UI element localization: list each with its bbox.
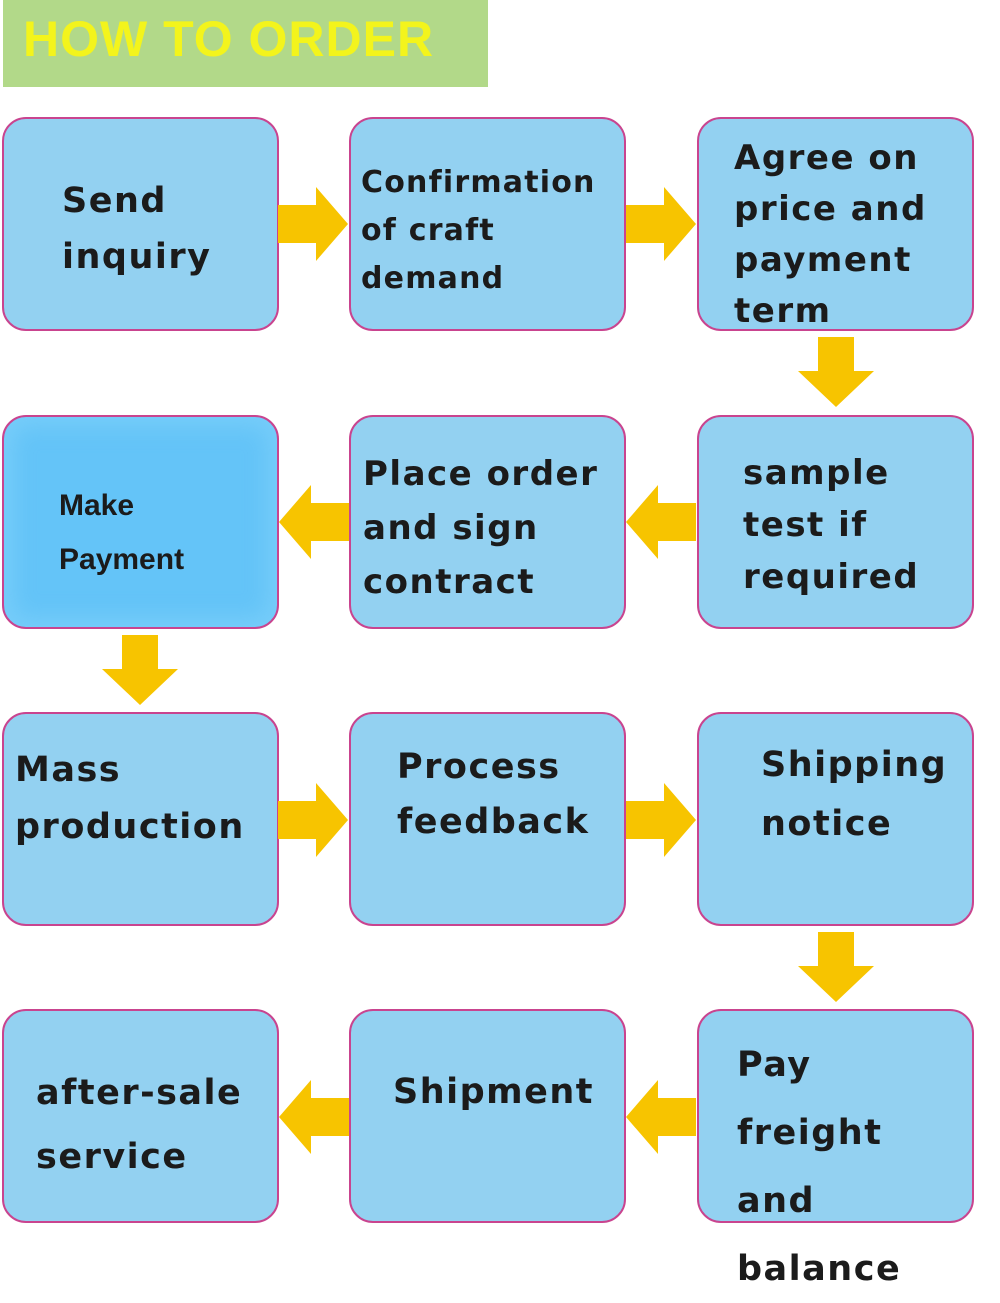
step-label: Agree on price and payment term <box>734 138 927 331</box>
step-process-feedback: Process feedback <box>349 712 626 926</box>
step-label: Mass production <box>15 750 245 847</box>
arrow-right-icon <box>278 187 348 261</box>
step-label: Make Payment <box>59 489 185 576</box>
step-sample-test-if-required: sample test if required <box>697 415 974 629</box>
step-agree-on-price-and-payment-term: Agree on price and payment term <box>697 117 974 331</box>
step-shipping-notice: Shipping notice <box>697 712 974 926</box>
step-label: Process feedback <box>397 747 590 842</box>
arrow-right-icon <box>626 187 696 261</box>
step-make-payment: Make Payment <box>2 415 279 629</box>
arrow-right-icon <box>278 783 348 857</box>
step-label: Shipping notice <box>761 745 948 844</box>
step-pay-freight-and-balance: Pay freight and balance <box>697 1009 974 1289</box>
step-place-order-and-sign-contract: Place order and sign contract <box>349 415 626 629</box>
step-send-inquiry: Send inquiry <box>2 117 279 331</box>
arrow-left-icon <box>279 1080 349 1154</box>
step-label: Place order and sign contract <box>363 454 599 602</box>
step-label: Pay freight and balance <box>737 1045 902 1289</box>
step-label: Send inquiry <box>62 181 212 277</box>
step-confirmation-of-craft-demand: Confirmation of craft demand <box>349 117 626 331</box>
step-label: Shipment <box>393 1072 595 1112</box>
arrow-right-icon <box>626 783 696 857</box>
how-to-order-banner: HOW TO ORDER <box>3 0 488 87</box>
arrow-left-icon <box>626 1080 696 1154</box>
step-label: Confirmation of craft demand <box>361 165 596 296</box>
step-mass-production: Mass production <box>2 712 279 926</box>
step-label: after-sale service <box>36 1073 243 1177</box>
arrow-left-icon <box>626 485 696 559</box>
step-label: sample test if required <box>743 453 920 597</box>
step-after-sale-service: after-sale service <box>2 1009 279 1223</box>
arrow-down-icon <box>798 932 874 1002</box>
banner-title: HOW TO ORDER <box>23 11 435 67</box>
arrow-left-icon <box>279 485 349 559</box>
arrow-down-icon <box>102 635 178 705</box>
step-shipment: Shipment <box>349 1009 626 1223</box>
arrow-down-icon <box>798 337 874 407</box>
